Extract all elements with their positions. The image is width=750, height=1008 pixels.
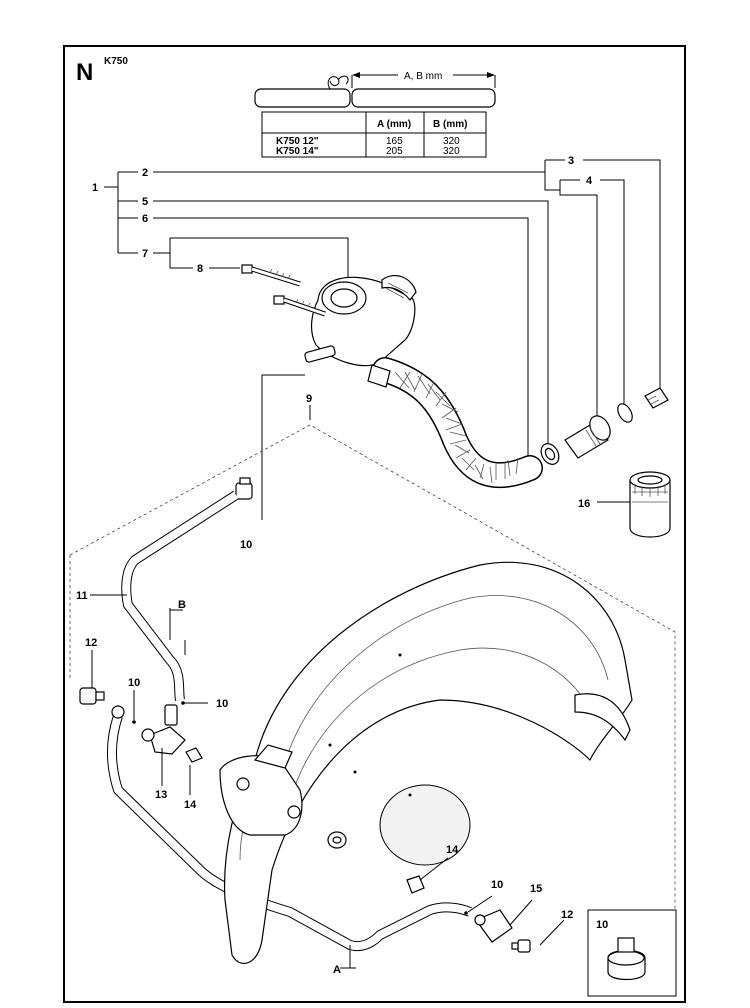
- callout-13: 13: [155, 789, 167, 801]
- screw: [241, 264, 301, 287]
- callout-14: 14: [184, 799, 197, 811]
- table-header-b: B (mm): [433, 119, 467, 130]
- nozzle: [474, 909, 513, 943]
- hose-clamp: [111, 705, 125, 719]
- nozzle: [141, 704, 186, 755]
- callout-4: 4: [586, 175, 593, 187]
- table-row-a: 205: [386, 146, 403, 157]
- o-ring: [617, 403, 633, 423]
- hose-label-b: B: [178, 599, 186, 611]
- dimension-table: A (mm) B (mm) K750 12" 165 320 K750 14" …: [261, 111, 487, 158]
- leader-lines: [104, 159, 661, 520]
- water-hose: [121, 490, 239, 701]
- inset-box: 10: [587, 909, 677, 997]
- callout-3: 3: [568, 155, 574, 167]
- table-header-a: A (mm): [377, 119, 411, 130]
- callout-2: 2: [142, 167, 148, 179]
- filter-screw: [644, 387, 669, 409]
- callout-5: 5: [142, 196, 148, 208]
- guard-region-outline: [69, 424, 676, 910]
- callout-9: 9: [306, 393, 312, 405]
- callout-12: 12: [561, 909, 573, 921]
- callout-12: 12: [85, 637, 97, 649]
- section-letter: N: [76, 59, 93, 86]
- table-row-a: 165: [386, 136, 403, 147]
- callout-6: 6: [142, 213, 148, 225]
- callout-10: 10: [491, 879, 503, 891]
- callout-10: 10: [240, 539, 252, 551]
- plug: [511, 939, 531, 953]
- coupling: [564, 415, 611, 459]
- callout-1: 1: [92, 182, 98, 194]
- callout-10: 10: [128, 677, 140, 689]
- model-label: K750: [104, 56, 128, 67]
- diagram-frame: [63, 45, 686, 1003]
- callout-16: 16: [578, 498, 590, 510]
- table-row-b: 320: [443, 146, 460, 157]
- nut: [185, 747, 203, 763]
- callout-7: 7: [142, 248, 148, 260]
- table-row-model: K750 12": [276, 136, 319, 147]
- callout-8: 8: [197, 263, 203, 275]
- blade-guard: [223, 561, 633, 965]
- hose-clamp: [235, 477, 253, 500]
- water-hose: [107, 714, 472, 952]
- table-row-b: 320: [443, 136, 460, 147]
- table-row-model: K750 14": [276, 146, 319, 157]
- valve-housing: [304, 275, 417, 367]
- screw: [273, 295, 326, 317]
- hose-label-a: A: [333, 964, 341, 976]
- dimension-illustration: A, B mm: [254, 71, 496, 108]
- nut: [406, 875, 425, 894]
- inset-label: 10: [596, 919, 608, 931]
- braided-hose: [367, 357, 543, 489]
- hose-adaptor: [629, 471, 671, 538]
- dimension-label: A, B mm: [404, 71, 442, 82]
- guard-handle: [219, 744, 303, 836]
- callout-14: 14: [446, 844, 459, 856]
- callout-11: 11: [76, 590, 88, 602]
- callout-15: 15: [530, 883, 542, 895]
- coupling-nut: [540, 443, 560, 465]
- nut: [327, 831, 347, 849]
- leader-lines: [90, 594, 565, 969]
- callout-10: 10: [216, 698, 228, 710]
- plug: [79, 687, 105, 705]
